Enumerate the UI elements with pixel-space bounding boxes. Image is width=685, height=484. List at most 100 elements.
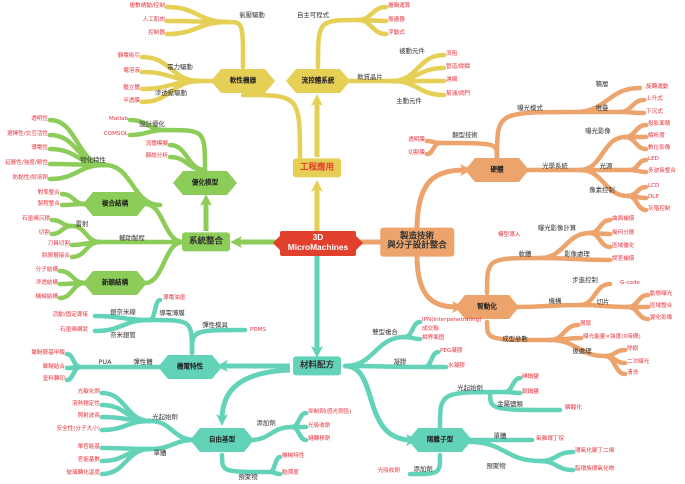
leaf-label: PDMS [250, 327, 267, 334]
diamond-shape [211, 69, 275, 93]
leaf-label: 環氧化聚丁二烯 [575, 448, 615, 455]
branch-line [69, 239, 103, 260]
leaf-label: 區域優化 [612, 243, 635, 250]
leaf-label: 數位影像 [648, 145, 671, 152]
branch-line [437, 140, 500, 160]
subtopic-label: 雙型複合 [372, 327, 398, 336]
leaf-label: 導電性 [31, 145, 48, 152]
branch-line [147, 418, 198, 443]
leaf-label: 活動/固定導接 [52, 312, 88, 319]
branch-line [342, 363, 428, 370]
branch-line [537, 255, 613, 263]
subtopic-label: 切片 [596, 297, 610, 306]
leaf-label: 清洗 [627, 370, 639, 377]
leaf-label: 塗料轉印 [42, 376, 65, 383]
leaf-label: 動態曝光 [650, 291, 673, 298]
leaf-label: 電溶液 [123, 68, 140, 75]
branch-line [617, 109, 647, 116]
subtopic-label: 彈性體 [133, 357, 153, 366]
diamond-shape [173, 171, 237, 195]
leaf-label: 機械結構 [35, 294, 58, 301]
subtopic-label: 被動元件 [399, 46, 425, 55]
subtopic-label: 單體 [493, 431, 507, 440]
subtopic-label: 光學系統 [542, 161, 568, 170]
branch-line [267, 469, 283, 477]
branch-line [389, 78, 447, 98]
leaf-label: 導電油墨 [163, 295, 186, 302]
subtopic-label: 堆疊 [595, 103, 609, 112]
leaf-label: 刀具切割 [47, 241, 70, 248]
subtopic-label: 後處理 [572, 346, 592, 355]
leaf-label: 下沉式 [646, 109, 663, 116]
leaf-label: 管道/閥閥 [446, 64, 471, 71]
leaf-label: 水凝膠 [448, 363, 465, 370]
branch-line [625, 193, 649, 213]
arrow-connector [344, 363, 418, 446]
branch-line [402, 334, 423, 342]
branch-line [577, 167, 631, 199]
leaf-label: 機械特性 [282, 453, 305, 460]
leaf-label: Matlab [109, 116, 128, 123]
branch-line [59, 201, 88, 208]
leaf-label: 除樹 [627, 346, 639, 353]
subtopic-label: 添加劑 [413, 464, 433, 473]
leaf-label: 鏈轉移劑 [308, 436, 331, 443]
leaf-label: 解析度 [648, 133, 665, 140]
branch-line [577, 302, 631, 310]
topic-diamond: 自由基型 [208, 435, 236, 444]
topic-diamond: 流控體系統 [301, 76, 335, 85]
subtopic-label: 機構 [548, 296, 562, 305]
leaf-label: 成交聯 [422, 326, 439, 333]
subtopic-label: 主動元件 [396, 96, 422, 105]
leaf-label: 滲透結構 [35, 280, 58, 287]
branch-line [142, 201, 186, 245]
central-topic-line1: 3D [312, 232, 324, 242]
central-topic: 3D MicroMachines [280, 231, 356, 256]
branch-line [484, 319, 553, 343]
leaf-label: 防黏性/耐溶劑 [12, 175, 48, 182]
subtopic-label: 輔助製程 [119, 233, 145, 242]
subtopic-label: 軟質晶片 [357, 72, 383, 81]
main-topic-box: 系統整合 [181, 232, 231, 252]
leaf-label: 單官能基 [77, 444, 100, 451]
subtopic-label: 銀奈米線 [110, 307, 136, 316]
branch-line [99, 446, 153, 477]
leaf-label: 製程整合 [37, 201, 60, 208]
subtopic-label: 金屬鹽類 [497, 399, 523, 408]
branch-line [407, 452, 443, 477]
subtopic-label: 雷射 [75, 219, 89, 228]
leaf-label: 聚醚胺基甲酸 [31, 350, 65, 357]
leaf-label: COMSOL [103, 131, 128, 138]
leaf-label: 靜結分析 [145, 153, 168, 160]
leaf-label: PEG凝膠 [440, 348, 463, 355]
branch-line [49, 223, 75, 237]
subtopic-label: 像素控制 [589, 185, 615, 194]
topic-diamond: 陽離子型 [426, 435, 454, 444]
diamond-shape [455, 295, 519, 319]
subtopic-label: 添加劑 [256, 418, 276, 427]
topic-diamond: 硬體 [490, 165, 504, 174]
branch-line [147, 317, 195, 356]
leaf-label: 濾網 [446, 77, 458, 84]
leaf-label: 區域整合 [650, 303, 673, 310]
branch-line [512, 302, 583, 310]
leaf-label: 對準整合 [37, 190, 60, 197]
subtopic-label: 曝光影像 [585, 126, 611, 135]
leaf-label: 分子結構 [35, 267, 58, 274]
subtopic-label: 光起始劑 [152, 412, 178, 421]
main-topic-box: 材料配方 [292, 356, 342, 376]
main-topic-box: 工程應用 [292, 158, 342, 178]
leaf-label: 浮動式 [388, 30, 405, 37]
branch-line [487, 389, 563, 413]
leaf-label: 石墨烯網狀 [60, 327, 88, 334]
leaf-label: G-code [620, 280, 640, 287]
leaf-label: 溶熱穩定性 [72, 401, 100, 408]
branch-line [240, 92, 303, 163]
subtopic-label: 滲透壓驅動 [155, 88, 187, 97]
branch-line [225, 19, 246, 70]
subtopic-label: 積層 [595, 79, 609, 88]
subtopic-label: 軟體 [518, 249, 532, 258]
leaf-label: 黏滯度 [282, 470, 299, 477]
